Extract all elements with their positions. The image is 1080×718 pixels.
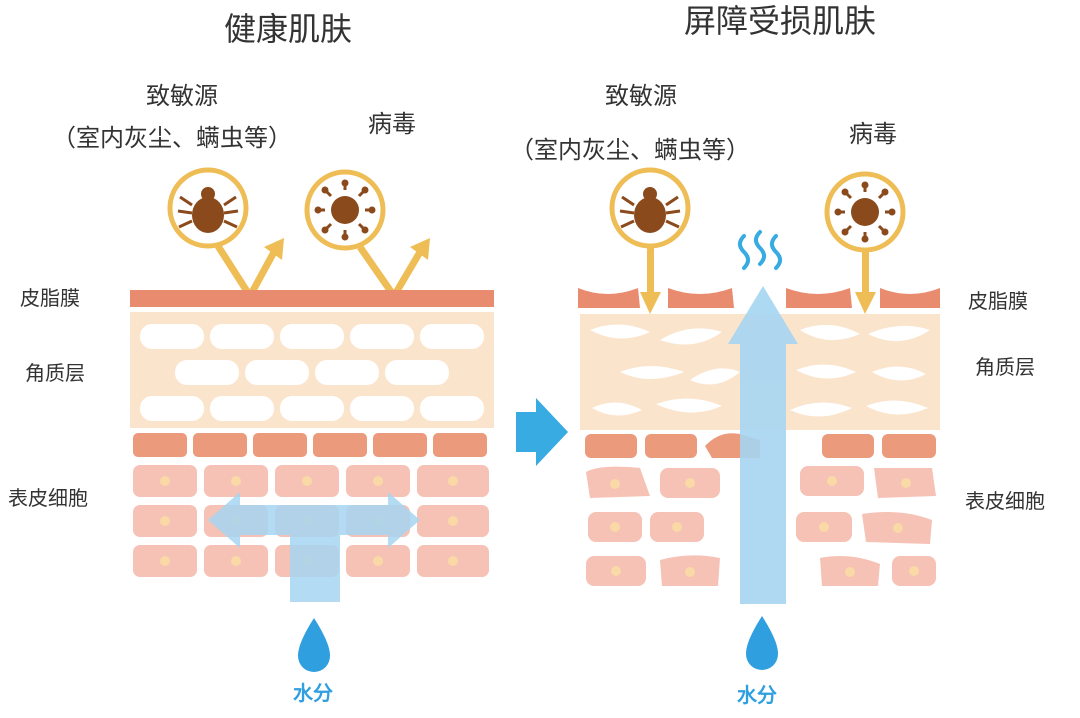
damaged-virus-label: 病毒 xyxy=(849,120,897,148)
transition-arrow-icon xyxy=(516,398,568,466)
mite-icon xyxy=(609,167,691,249)
virus-icon xyxy=(304,169,386,251)
healthy-sebum-layer xyxy=(130,290,494,307)
healthy-allergen-detail: （室内灰尘、螨虫等） xyxy=(52,124,292,152)
healthy-allergen-label: 致敏源 xyxy=(146,82,218,110)
damaged-stratum-corneum-label: 角质层 xyxy=(975,355,1035,379)
healthy-sebum-label: 皮脂膜 xyxy=(20,286,80,310)
penetrating-arrow-allergen xyxy=(640,246,661,314)
damaged-skin-title: 屏障受损肌肤 xyxy=(684,2,876,40)
healthy-epidermal-cells-label: 表皮细胞 xyxy=(8,486,88,510)
damaged-epidermal-cells-label: 表皮细胞 xyxy=(965,489,1045,513)
healthy-corneocytes xyxy=(140,324,484,421)
damaged-sebum-layer xyxy=(578,288,940,308)
water-drop-icon xyxy=(298,618,330,672)
evaporation-icon xyxy=(738,230,782,270)
water-retention-arrows xyxy=(208,492,420,602)
blocked-arrow-allergen xyxy=(215,238,284,300)
virus-icon xyxy=(824,171,906,253)
healthy-water-label: 水分 xyxy=(293,681,333,705)
damaged-sebum-label: 皮脂膜 xyxy=(968,289,1028,313)
penetrating-arrow-virus xyxy=(855,250,876,314)
damaged-skin-panel: 屏障受损肌肤 致敏源 （室内灰尘、螨虫等） 病毒 xyxy=(510,2,1045,707)
damaged-allergen-label: 致敏源 xyxy=(605,82,677,110)
healthy-stratum-corneum-label: 角质层 xyxy=(25,361,85,385)
damaged-allergen-detail: （室内灰尘、螨虫等） xyxy=(510,136,750,164)
mite-icon xyxy=(167,167,249,249)
damaged-water-label: 水分 xyxy=(737,683,777,707)
blocked-arrow-virus xyxy=(357,238,430,300)
healthy-virus-label: 病毒 xyxy=(368,110,416,138)
damaged-epidermal-cells xyxy=(585,433,936,586)
healthy-skin-panel: 健康肌肤 致敏源 （室内灰尘、螨虫等） 病毒 xyxy=(8,10,494,705)
healthy-skin-title: 健康肌肤 xyxy=(224,10,352,48)
water-drop-icon xyxy=(746,616,778,670)
water-loss-arrow xyxy=(728,286,798,604)
damaged-corneocytes xyxy=(590,324,930,417)
